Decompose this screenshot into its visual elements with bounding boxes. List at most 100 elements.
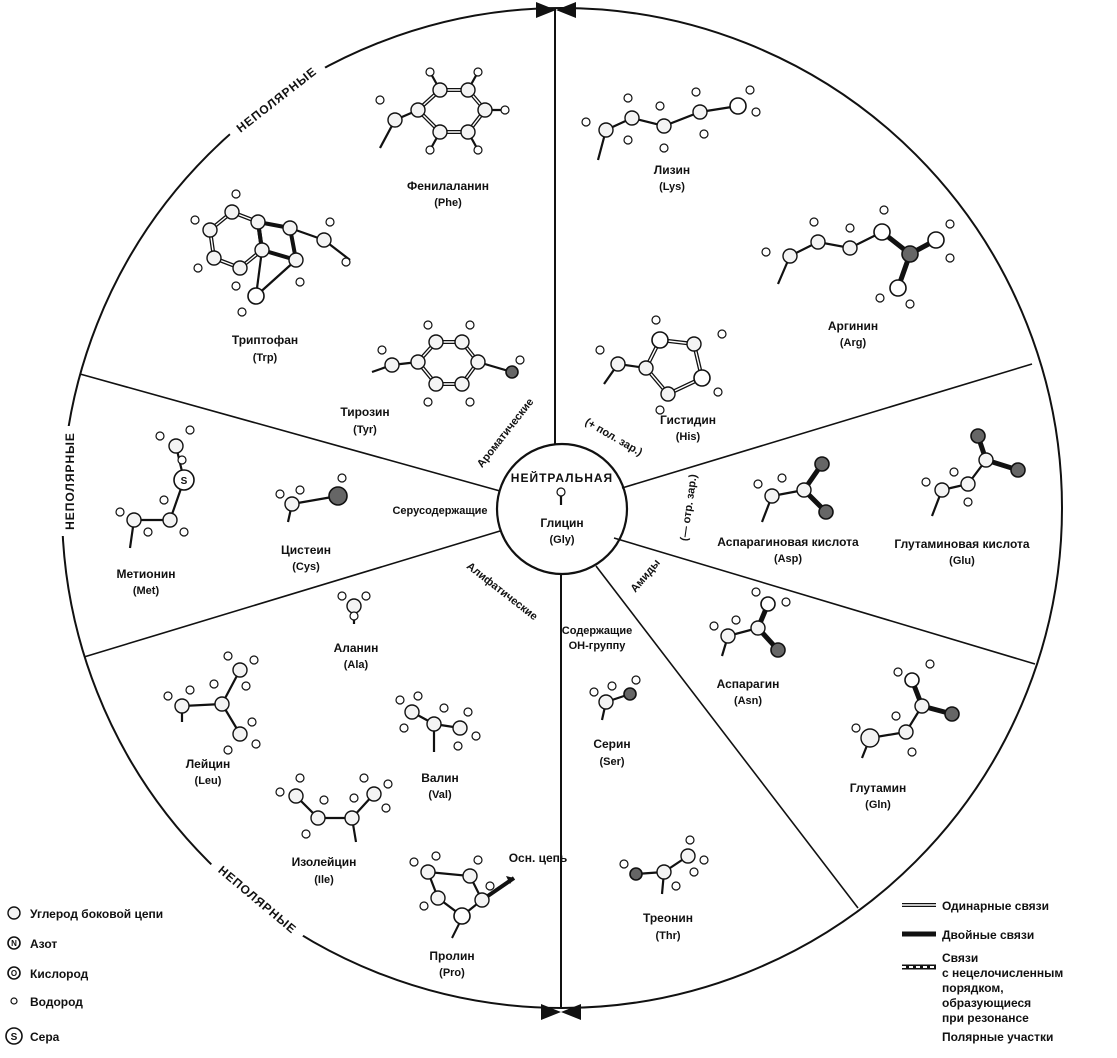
leucine-molecule	[163, 651, 261, 755]
serine-molecule	[589, 675, 641, 721]
top-marker-left	[536, 2, 556, 18]
phe-name: Фенилаланин	[407, 179, 489, 193]
gly-name: Глицин	[540, 516, 583, 530]
met-name: Метионин	[117, 567, 176, 581]
gly-abbr: (Gly)	[549, 534, 574, 546]
asn-name: Аспарагин	[717, 677, 780, 691]
ser-abbr: (Ser)	[599, 756, 624, 768]
cys-abbr: (Cys)	[292, 561, 320, 573]
gln-abbr: (Gln)	[865, 799, 891, 811]
svg-text:S: S	[181, 476, 188, 487]
resonance-label-1: Связи	[942, 951, 978, 965]
ile-name: Изолейцин	[292, 855, 357, 869]
sulfur-legend-label: Сера	[30, 1030, 60, 1044]
ile-abbr: (Ile)	[314, 874, 334, 886]
svg-text:O: O	[11, 969, 17, 978]
wheel-frame	[61, 2, 1063, 1020]
tyrosine-molecule	[371, 320, 525, 407]
val-abbr: (Val)	[428, 789, 452, 801]
thr-name: Треонин	[643, 911, 693, 925]
aliphatic-group-label: Алифатические	[464, 560, 540, 623]
spoke-upper-left	[79, 373, 501, 492]
arg-name: Аргинин	[828, 319, 878, 333]
glutamic-acid-molecule	[921, 428, 1026, 517]
pro-abbr: (Pro)	[439, 967, 465, 979]
lys-abbr: (Lys)	[659, 181, 685, 193]
svg-text:НЕПОЛЯРНЫЕ: НЕПОЛЯРНЫЕ	[63, 432, 77, 530]
spoke-lower-right	[613, 537, 1036, 665]
lys-name: Лизин	[654, 163, 690, 177]
phe-abbr: (Phe)	[434, 197, 462, 209]
glu-name: Глутаминовая кислота	[894, 537, 1030, 551]
his-abbr: (His)	[676, 431, 701, 443]
threonine-molecule	[619, 835, 709, 895]
his-name: Гистидин	[660, 413, 716, 427]
glutamine-molecule	[851, 659, 960, 759]
asn-abbr: (Asn)	[734, 695, 762, 707]
spoke-upper-right	[621, 363, 1033, 489]
arg-abbr: (Arg)	[840, 337, 867, 349]
gln-name: Глутамин	[850, 781, 907, 795]
hydroxyl-group-label-1: Содержащие	[562, 625, 632, 637]
valine-molecule	[395, 691, 481, 752]
oxygen-legend-label: Кислород	[30, 967, 89, 981]
asp-name: Аспарагиновая кислота	[717, 535, 859, 549]
resonance-label-5: при резонансе	[942, 1011, 1029, 1025]
svg-text:S: S	[11, 1032, 18, 1043]
svg-text:N: N	[11, 939, 17, 948]
spoke-lower-left	[83, 530, 501, 658]
alanine-molecule	[337, 591, 371, 624]
resonance-label-2: с нецелочисленным	[942, 966, 1063, 980]
nonpolar-label-top: НЕПОЛЯРНЫЕ	[223, 54, 329, 144]
ser-name: Серин	[593, 737, 630, 751]
oxygen-legend-icon	[7, 966, 21, 980]
hydroxyl-group-label-2: ОН-группу	[569, 640, 627, 652]
trp-name: Триптофан	[232, 333, 298, 347]
negative-group-label: (— отр. зар.)	[678, 473, 699, 542]
asparagine-molecule	[709, 587, 791, 658]
resonance-label-4: образующиеся	[942, 996, 1031, 1010]
neutral-label: НЕЙТРАЛЬНАЯ	[511, 470, 613, 485]
double-bond-label: Двойные связи	[942, 928, 1034, 942]
hydrogen-legend-label: Водород	[30, 995, 83, 1009]
center-circle	[495, 442, 629, 576]
arginine-molecule	[761, 205, 955, 309]
single-bond-label: Одинарные связи	[942, 899, 1049, 913]
tyr-abbr: (Tyr)	[353, 424, 377, 436]
spoke-amide-divider	[595, 565, 859, 909]
cysteine-molecule	[275, 473, 348, 523]
svg-text:НЕПОЛЯРНЫЕ: НЕПОЛЯРНЫЕ	[215, 863, 299, 937]
lysine-molecule	[581, 85, 761, 161]
phenylalanine-molecule	[375, 67, 510, 155]
asp-abbr: (Asp)	[774, 553, 802, 565]
carbon-legend-label: Углерод боковой цепи	[30, 907, 163, 921]
trp-abbr: (Trp)	[253, 352, 278, 364]
bond-legend: Одинарные связи Двойные связи Связи с не…	[902, 899, 1063, 1044]
hydrogen-legend-icon	[10, 997, 18, 1005]
proline-molecule	[409, 851, 516, 939]
met-abbr: (Met)	[133, 585, 160, 597]
tryptophan-molecule	[190, 189, 351, 317]
histidine-molecule	[595, 315, 727, 415]
val-name: Валин	[421, 771, 459, 785]
polar-regions-label: Полярные участки	[942, 1030, 1053, 1044]
nitrogen-legend-icon	[7, 936, 21, 950]
nitrogen-legend-label: Азот	[30, 937, 57, 951]
carbon-legend-icon	[7, 906, 21, 920]
pro-name: Пролин	[429, 949, 474, 963]
leu-abbr: (Leu)	[195, 775, 222, 787]
amides-group-label: Амиды	[628, 557, 662, 595]
leu-name: Лейцин	[186, 757, 230, 771]
resonance-label-3: порядком,	[942, 981, 1004, 995]
ala-name: Аланин	[334, 641, 379, 655]
tyr-name: Тирозин	[340, 405, 389, 419]
bottom-marker-left	[541, 1004, 561, 1020]
aspartic-acid-molecule	[753, 456, 834, 523]
pro-backbone-label: Осн. цепь	[509, 851, 568, 865]
thr-abbr: (Thr)	[655, 930, 680, 942]
svg-text:НЕПОЛЯРНЫЕ: НЕПОЛЯРНЫЕ	[234, 64, 320, 135]
top-marker-right	[556, 2, 576, 18]
sulfur-legend-icon	[5, 1027, 23, 1045]
glu-abbr: (Glu)	[949, 555, 975, 567]
